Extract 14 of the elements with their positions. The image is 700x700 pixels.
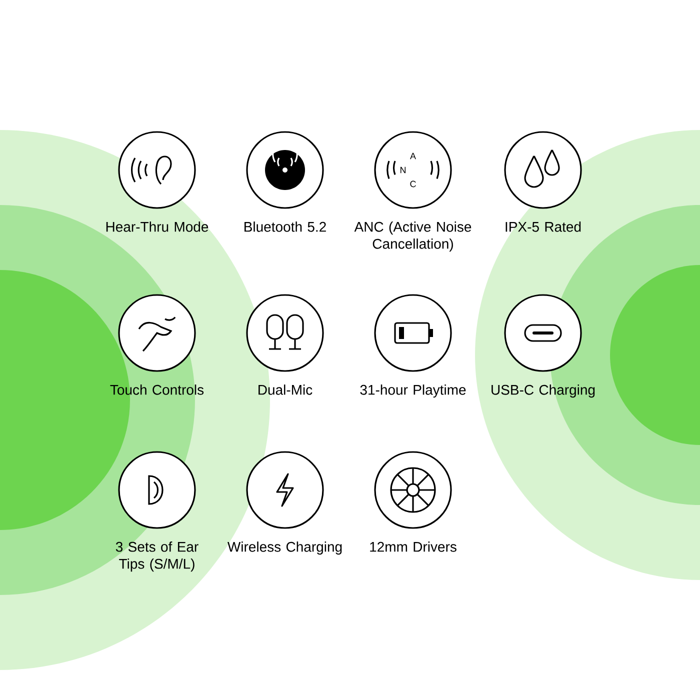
- feature-label: USB-C Charging: [492, 384, 595, 398]
- feature-label: 12mm Drivers: [370, 542, 456, 552]
- icon-letter: N: [400, 166, 406, 174]
- feature-label: ANC (Active Noise Cancellation): [354, 222, 472, 252]
- feature-label: Hear-Thru Mode: [106, 222, 208, 232]
- feature-label: 3 Sets of Ear Tips (S/M/L): [116, 542, 198, 572]
- feature-label: Touch Controls: [110, 384, 204, 395]
- feature-label: Bluetooth 5.2: [244, 222, 326, 232]
- feature-label: IPX-5 Rated: [506, 222, 581, 232]
- icon-letter: A: [410, 152, 416, 160]
- feature-label: Wireless Charging: [228, 542, 342, 555]
- feature-label: 31-hour Playtime: [360, 384, 466, 398]
- feature-label: Dual-Mic: [258, 384, 312, 395]
- icon-letter: C: [410, 180, 416, 188]
